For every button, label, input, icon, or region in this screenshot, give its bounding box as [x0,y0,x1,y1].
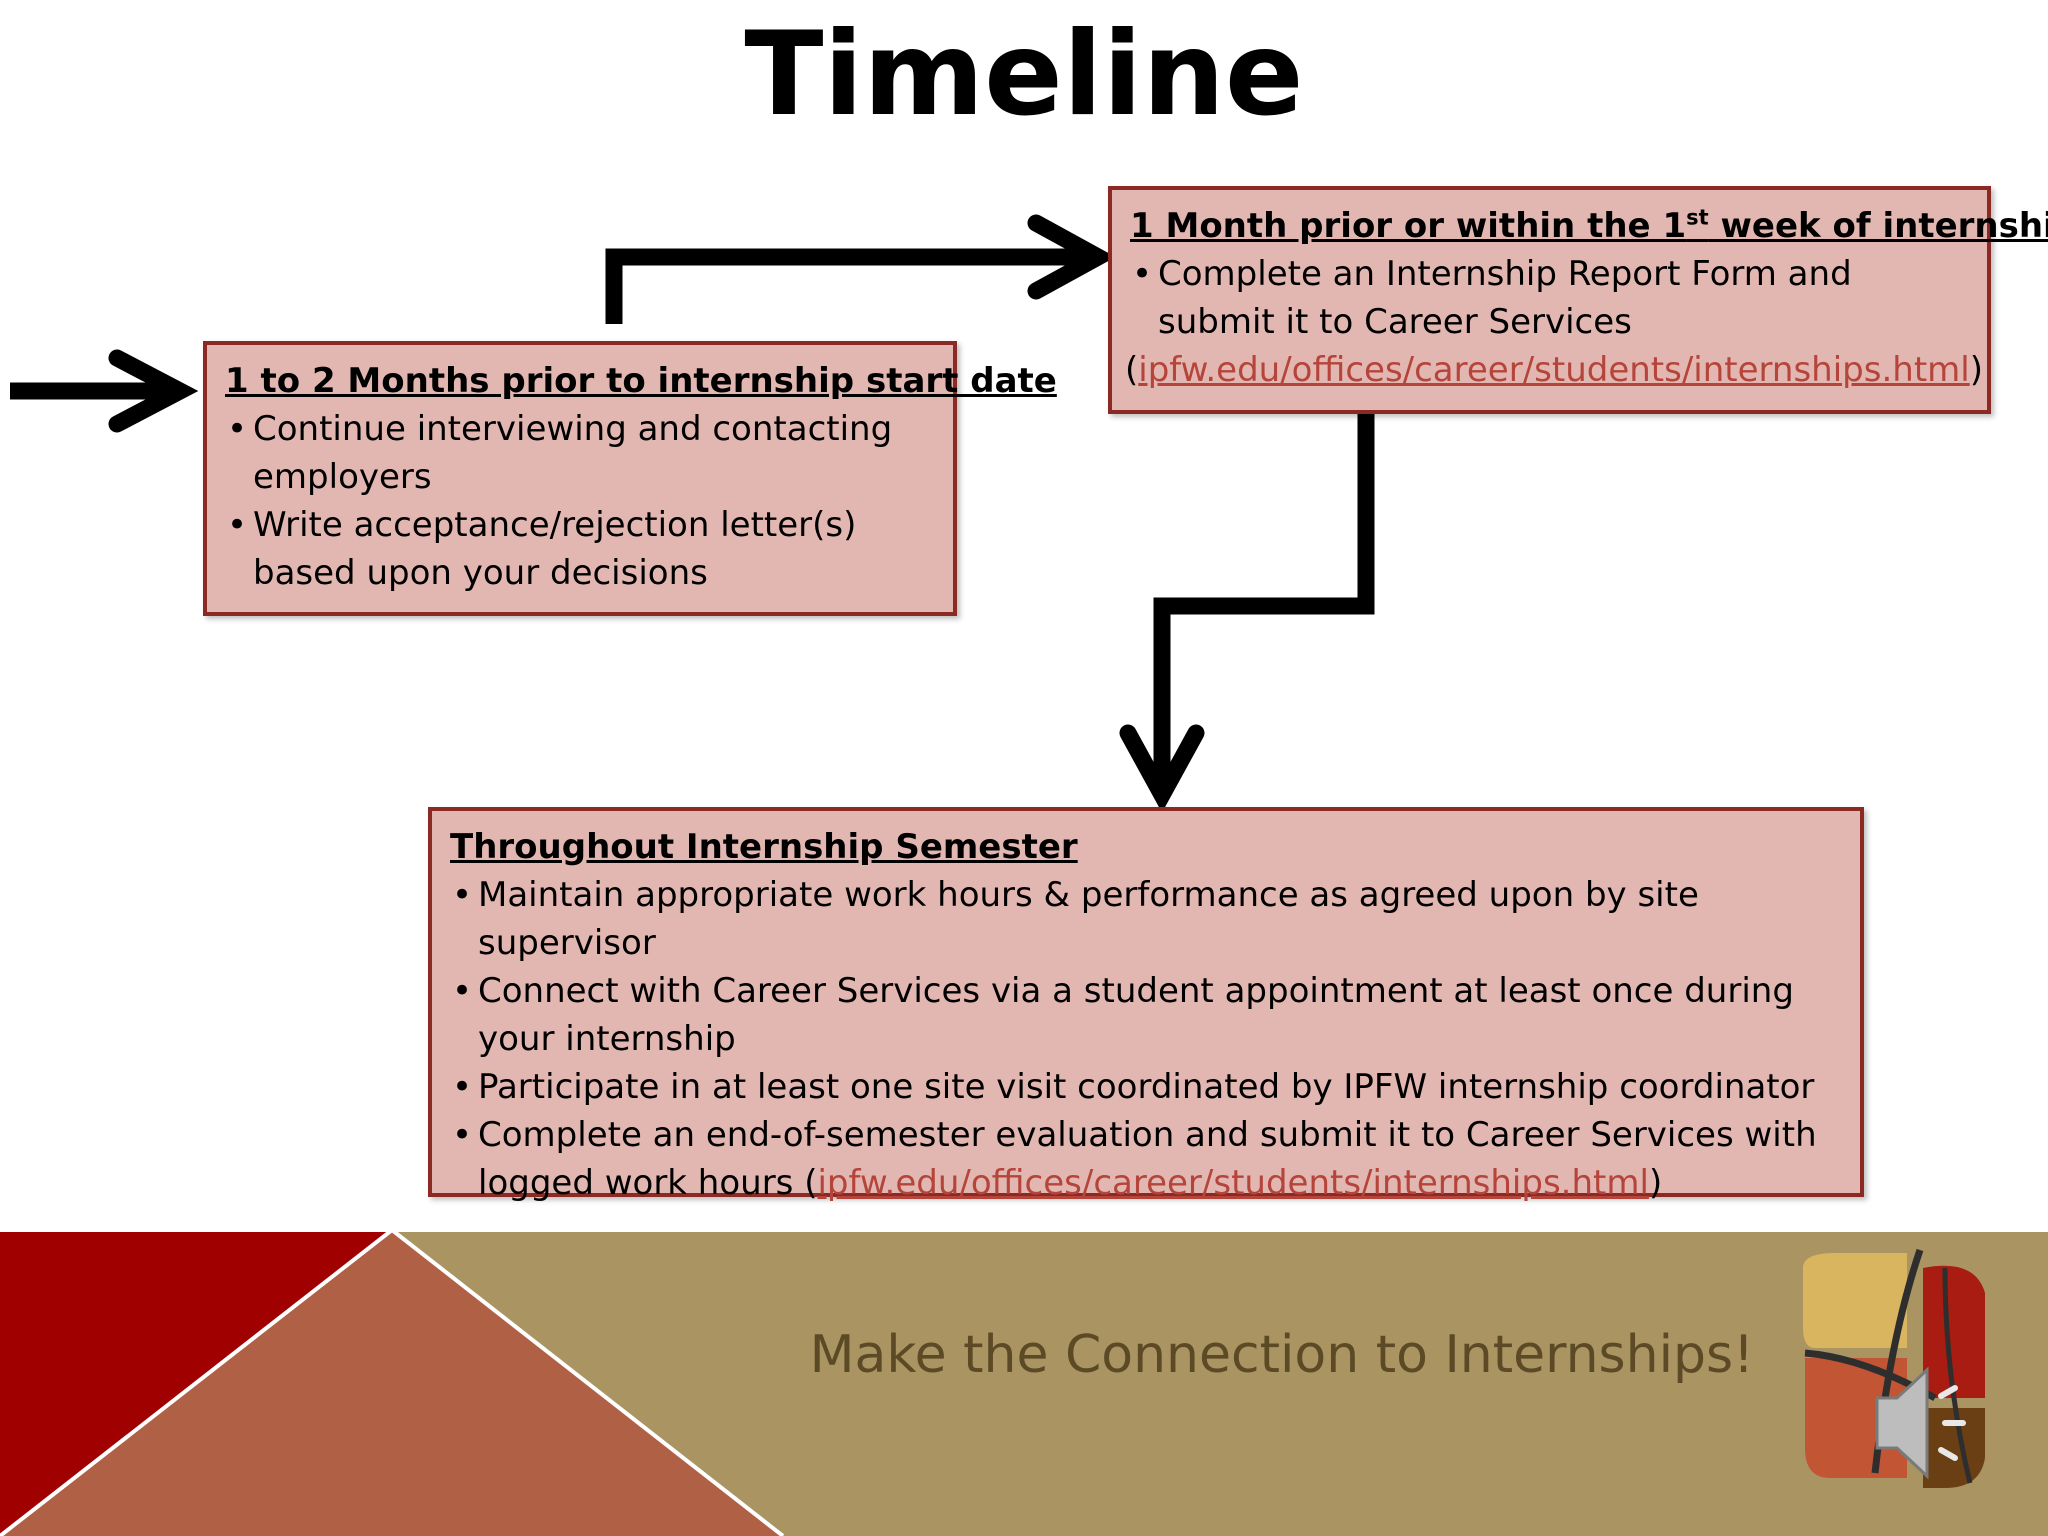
footer-tagline: Make the Connection to Internships! [809,1325,1754,1385]
list-item: Maintain appropriate work hours & perfor… [450,871,1842,967]
step-box-1: 1 to 2 Months prior to internship start … [203,341,1057,616]
list-item: Participate in at least one site visit c… [450,1063,1842,1111]
heading-superscript: st [1686,205,1709,230]
list-item: Connect with Career Services via a stude… [450,967,1842,1063]
list-item: Continue interviewing and contacting emp… [225,405,935,501]
step-box-2: 1 Month prior or within the 1st week of … [1108,186,2048,414]
speaker-icon[interactable] [1875,1366,1966,1480]
list-item: Complete an Internship Report Form and s… [1130,250,1969,346]
bullet-list: Maintain appropriate work hours & perfor… [450,871,1842,1207]
internships-link[interactable]: ipfw.edu/offices/career/students/interns… [1138,350,1970,390]
step-heading: 1 to 2 Months prior to internship start … [225,361,1057,401]
step-box-3: Throughout Internship Semester Maintain … [428,807,1864,1203]
step-heading: Throughout Internship Semester [450,827,1078,867]
bullet-text: Complete an end-of-semester evaluation a… [478,1115,1817,1203]
university-logo-icon [1795,1248,2015,1498]
entry-arrow-icon [10,349,199,433]
bullet-list: Continue interviewing and contacting emp… [225,405,935,597]
list-item: Write acceptance/rejection letter(s) bas… [225,501,935,597]
heading-text: week of internship [1708,206,2048,246]
link-line: (ipfw.edu/offices/career/students/intern… [1125,346,1983,394]
elbow-arrow-down-icon [1119,412,1375,813]
step-heading: 1 Month prior or within the 1st week of … [1130,202,2048,250]
internships-link[interactable]: ipfw.edu/offices/career/students/interns… [817,1163,1649,1203]
list-item: Complete an end-of-semester evaluation a… [450,1111,1842,1207]
heading-text: 1 Month prior or within the 1 [1130,206,1687,246]
paren-close: ) [1969,350,1983,390]
elbow-arrow-right-icon [605,214,1116,324]
paren-close: ) [1648,1163,1663,1203]
footer-banner [0,1230,2048,1536]
paren-open: ( [1125,350,1139,390]
bullet-list: Complete an Internship Report Form and s… [1130,250,1969,346]
slide-title: Timeline [744,7,1304,142]
